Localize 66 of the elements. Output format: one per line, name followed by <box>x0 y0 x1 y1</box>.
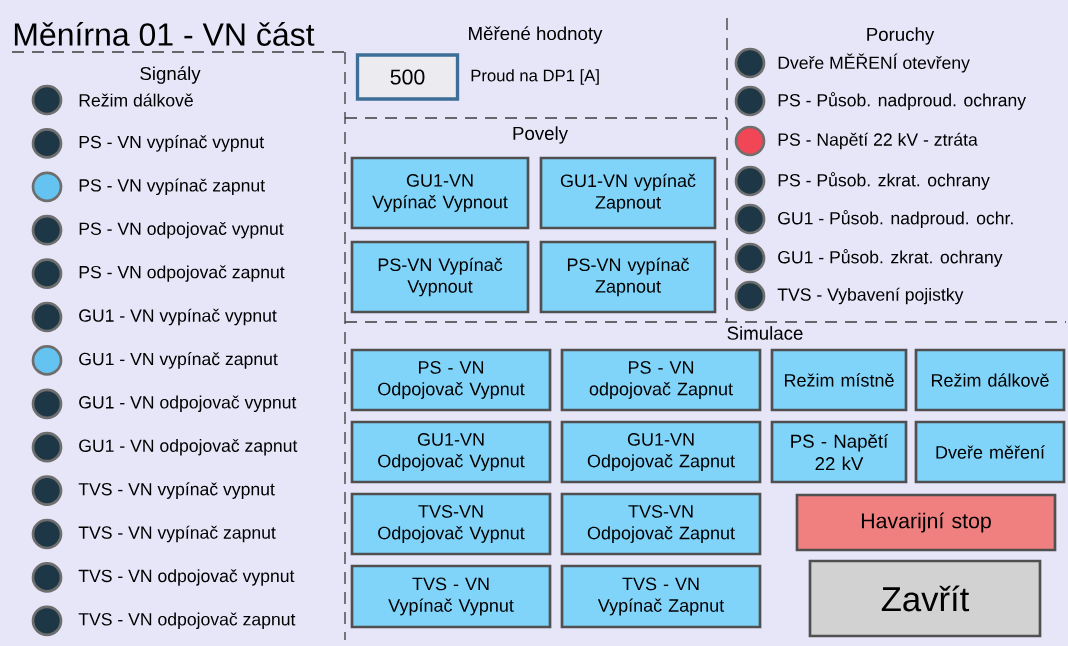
lamp-label: TVS - VN vypínač zapnut <box>78 525 276 543</box>
indicator-lamp <box>31 301 63 333</box>
lamp-label: PS - Napětí 22 kV - ztráta <box>778 132 978 150</box>
indicator-lamp <box>31 258 63 289</box>
indicator-lamp <box>734 125 766 157</box>
indicator-lamp <box>31 431 63 463</box>
lamp-label: GU1 - VN vypínač vypnut <box>79 308 277 326</box>
button: TVS-VN Odpojovač Zapnut <box>560 492 762 556</box>
button: Havarijní stop <box>795 493 1057 552</box>
lamp-label: TVS - VN odpojovač zapnut <box>78 612 296 630</box>
button: TVS - VN Vypínač Vypnut <box>350 564 552 629</box>
indicator-lamp <box>734 165 766 197</box>
indicator-lamp <box>31 171 63 203</box>
lamp-label: TVS - Vybavení pojistky <box>777 287 964 305</box>
section-heading: Měřené hodnoty <box>469 26 603 44</box>
button: Režim místně <box>770 348 908 412</box>
button: GU1-VN vypínač Zapnout <box>539 156 717 230</box>
value-label: Proud na DP1 [A] <box>471 69 599 85</box>
indicator-lamp <box>734 85 766 117</box>
lamp-label: GU1 - VN odpojovač zapnut <box>79 438 298 456</box>
button: Dveře měření <box>914 420 1066 484</box>
lamp-label: GU1 - VN vypínač zapnut <box>79 352 278 369</box>
lamp-label: GU1 - Působ. nadproud. ochr. <box>778 210 1013 228</box>
button: Zavřít <box>808 559 1042 638</box>
lamp-label: PS - VN vypínač vypnut <box>79 135 264 152</box>
button: GU1-VN Odpojovač Vypnut <box>350 420 552 484</box>
indicator-lamp <box>31 345 63 376</box>
button: TVS - VN Vypínač Zapnut <box>560 564 762 629</box>
button: PS-VN Vypínač Vypnout <box>350 240 530 314</box>
indicator-lamp <box>31 128 63 159</box>
indicator-lamp <box>734 242 766 274</box>
indicator-lamp <box>31 388 63 420</box>
indicator-lamp <box>734 280 766 312</box>
button: PS - VN Odpojovač Vypnut <box>350 348 552 412</box>
lamp-label: PS - Působ. zkrat. ochrany <box>778 172 990 190</box>
button: GU1-VN Vypínač Vypnout <box>350 156 530 230</box>
lamp-label: PS - VN odpojovač zapnut <box>79 265 285 282</box>
button: TVS-VN Odpojovač Vypnut <box>350 492 552 556</box>
indicator-lamp <box>31 84 63 116</box>
section-heading: Povely <box>513 126 568 144</box>
button: PS - Napětí 22 kV <box>770 420 908 484</box>
lamp-label: Režim dálkově <box>79 93 193 107</box>
lamp-label: TVS - VN vypínač vypnut <box>78 482 275 499</box>
lamp-label: PS - VN vypínač zapnut <box>79 178 265 196</box>
lamp-label: TVS - VN odpojovač vypnut <box>78 569 295 586</box>
indicator-lamp <box>31 214 63 246</box>
button: PS-VN vypínač Zapnout <box>539 240 717 314</box>
indicator-lamp <box>31 562 63 593</box>
lamp-label: Dveře MĚŘENÍ otevřeny <box>778 53 970 73</box>
indicator-lamp <box>31 518 63 550</box>
lamp-label: GU1 - VN odpojovač vypnut <box>79 395 297 413</box>
section-heading: Simulace <box>727 326 803 340</box>
indicator-lamp <box>31 475 63 506</box>
button: PS - VN odpojovač Zapnut <box>560 348 762 412</box>
screen-title: Měnírna 01 - VN část <box>14 22 315 46</box>
value-display: 500 <box>355 53 460 101</box>
lamp-label: GU1 - Působ. zkrat. ochrany <box>778 249 1003 267</box>
section-heading: Signály <box>140 66 201 84</box>
button: GU1-VN Odpojovač Zapnut <box>560 420 762 484</box>
indicator-lamp <box>31 605 63 637</box>
lamp-label: PS - VN odpojovač vypnut <box>79 221 284 239</box>
button: Režim dálkově <box>914 348 1066 412</box>
indicator-lamp <box>734 203 766 235</box>
section-heading: Poruchy <box>867 27 935 45</box>
indicator-lamp <box>734 47 766 79</box>
lamp-label: PS - Působ. nadproud. ochrany <box>778 92 1026 110</box>
